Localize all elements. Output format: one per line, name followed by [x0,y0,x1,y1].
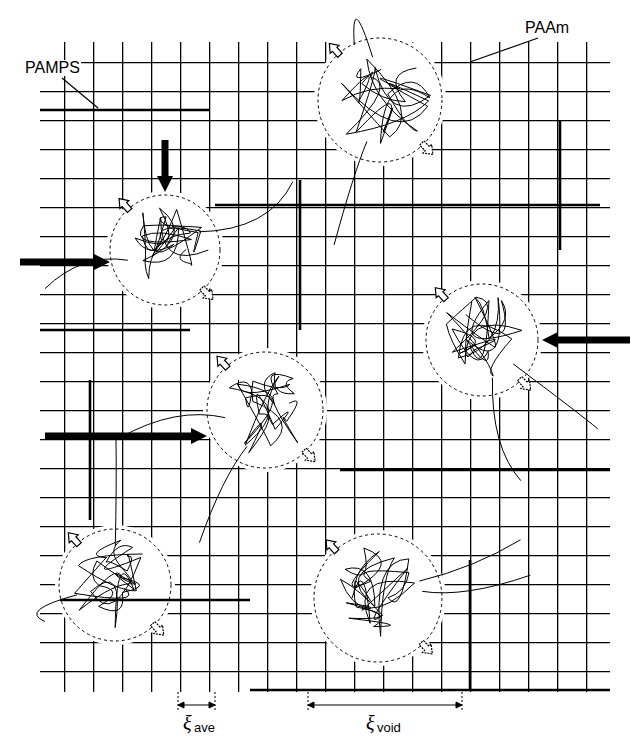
expansion-arrow [515,375,535,395]
dimension-lines [178,692,462,712]
paam-strand [492,378,521,481]
void-outline [318,38,442,162]
paam-strand [334,141,367,245]
paam-coil [229,373,297,453]
compression-arrow [45,428,207,444]
paam-strands [37,19,598,621]
dimension-symbol: ξ [365,713,376,733]
expansion-arrow [325,39,345,59]
paam-strand [513,364,598,429]
dimension-subscript: void [376,721,402,734]
dimension-subscript: ave [193,721,216,734]
paam-strand [419,540,520,581]
expansion-arrow [213,352,233,372]
paam-strand [199,446,247,542]
pamps-network [40,42,610,692]
paam-coil [135,208,208,279]
compression-arrows [20,140,630,444]
expansion-arrow [300,446,320,466]
leader-lines [62,38,538,108]
expansion-arrow [417,638,437,658]
compression-arrow [542,332,630,348]
paam-coil [446,297,522,376]
compression-arrow [20,254,110,270]
network-offsets [40,110,610,690]
void-outline [59,529,171,641]
paam-strand [354,19,373,57]
void-outline [207,352,323,468]
expansion-arrow [431,284,451,304]
network-label: PAMPS [24,60,81,76]
paam-strand [37,595,77,622]
expansion-arrows [64,39,535,658]
void-outline [110,195,220,305]
void-outline [426,284,538,396]
dimension-arrows [178,702,462,708]
paam-coil [342,59,431,143]
expansion-arrow [198,284,218,304]
compression-arrow [157,140,173,192]
paam-strand [199,182,293,232]
paam-coil [75,540,143,627]
void-outline [314,534,442,662]
expansion-arrow [322,536,342,556]
paam-coil [341,548,415,636]
paam-coils [59,38,538,662]
dimension-symbol: ξ [182,713,193,733]
expansion-arrow [115,195,135,215]
paam-strand [115,439,117,546]
expansion-arrow [64,529,84,549]
expansion-arrow [148,620,168,640]
network-label: PAAm [524,20,570,36]
expansion-arrow [417,139,437,159]
